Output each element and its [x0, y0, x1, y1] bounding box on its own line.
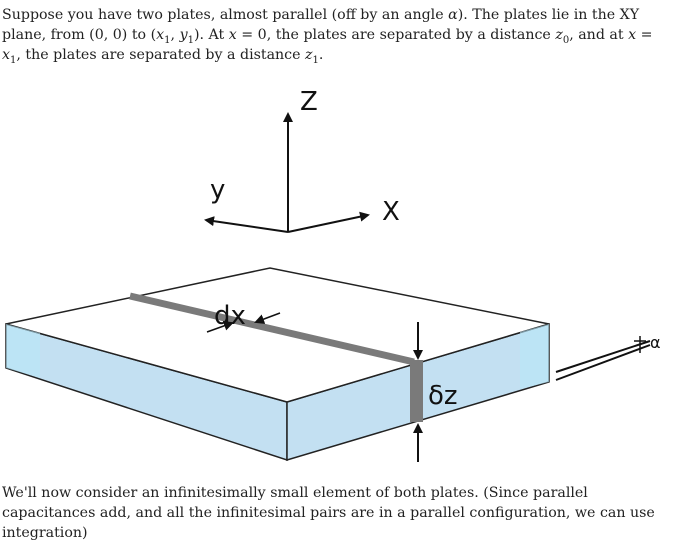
y-axis-arrow	[204, 216, 289, 233]
alpha-symbol: α	[448, 7, 458, 23]
z-axis-label: Z	[300, 87, 318, 117]
dx-strip	[129, 292, 415, 366]
alpha-line-lower	[555, 344, 651, 381]
dz-strip	[410, 360, 423, 422]
dx-arrow-left	[206, 321, 234, 333]
dz-label: δz	[428, 381, 458, 411]
dx-arrow-right	[254, 312, 281, 324]
explanation-paragraph: We'll now consider an infinitesimally sm…	[2, 485, 655, 541]
x-axis-label: X	[382, 197, 400, 227]
y-axis-label: y	[210, 175, 225, 205]
plates-diagram: Z y X dx δz α	[5, 87, 661, 462]
plate-right-side	[520, 324, 549, 389]
x-axis-arrow	[287, 211, 370, 233]
plate-left-side	[6, 324, 40, 378]
origin-point: (0, 0)	[89, 27, 128, 43]
dx-label: dx	[214, 301, 246, 331]
alpha-label: α	[650, 333, 661, 352]
alpha-line-upper	[555, 340, 651, 373]
intro-paragraph: Suppose you have two plates, almost para…	[2, 7, 653, 66]
